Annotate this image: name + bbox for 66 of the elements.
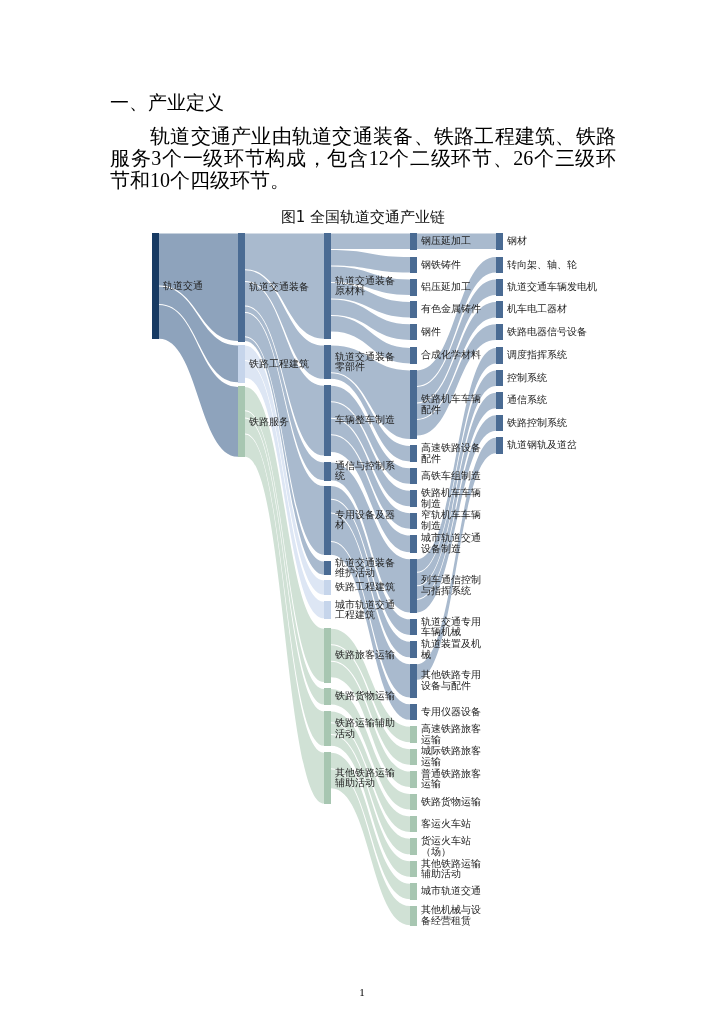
sankey-node: 其他铁路运输辅助活动 [324, 752, 403, 805]
chart-title: 图1 全国轨道交通产业链 [279, 208, 447, 227]
sankey-node: 轨道交通装备原材料 [324, 233, 403, 340]
sankey-node: 其他机械与设备经营租赁 [410, 905, 489, 926]
sankey-node: 高铁车组制造 [410, 467, 489, 485]
sankey-flow [245, 282, 324, 456]
sankey-node: 铁路机车车辆配件 [410, 369, 489, 440]
sankey-flow [245, 233, 324, 339]
sankey-node: 钢压延加工 [410, 233, 489, 250]
sankey-node: 铁路旅客运输 [324, 628, 403, 683]
sankey-flow [245, 270, 324, 379]
sankey-node: 专用设备及器材 [324, 485, 403, 556]
sankey-node: 通信系统 [496, 392, 617, 409]
sankey-node: 铁路工程建筑 [324, 579, 403, 596]
sankey-node: 铝压延加工 [410, 279, 489, 296]
sankey-flow [159, 233, 238, 342]
sankey-flow [331, 735, 410, 877]
sankey-node: 钢铁铸件 [410, 256, 489, 274]
sankey-node: 轨道交通车辆发电机 [496, 279, 617, 296]
sankey-node: 转向架、轴、轮 [496, 256, 617, 274]
sankey-node: 钢件 [410, 323, 489, 341]
sankey-node: 铁路运输辅助活动 [324, 710, 403, 747]
sankey-node: 调度指挥系统 [496, 347, 617, 364]
sankey-flow [331, 316, 410, 364]
sankey-node: 其他铁路专用设备与配件 [410, 663, 489, 698]
sankey-node: 机车电工器材 [496, 301, 617, 318]
sankey-node: 铁路控制系统 [496, 414, 617, 432]
sankey-flow [331, 769, 410, 926]
sankey-node: 轨道交通装备零部件 [324, 345, 403, 380]
sankey-node: 通信与控制系统 [324, 461, 403, 481]
sankey-flow [245, 306, 324, 481]
sankey-flow [331, 373, 410, 462]
sankey-node: 其他铁路运输辅助活动 [410, 860, 489, 878]
page-number: 1 [358, 986, 366, 998]
sankey-flow [245, 313, 324, 555]
sankey-flow [417, 257, 496, 386]
sankey-flow [159, 305, 238, 457]
section-heading: 一、产业定义 [110, 91, 224, 115]
sankey-node: 轨道交通装备 [238, 233, 319, 342]
sankey-node: 有色金属铸件 [410, 301, 489, 318]
sankey-node: 专用仪器设备 [410, 703, 489, 721]
sankey-node: 铁路工程建筑 [238, 345, 319, 383]
paragraph: 轨道交通产业由轨道交通装备、铁路工程建筑、铁路服务3个一级环节构成，包含12个二级环节、26个三级环节和10个四级环节。 [110, 125, 616, 191]
sankey-node: 铁路货物运输 [324, 688, 403, 705]
sankey-node: 城市轨道交通 [410, 883, 489, 900]
sankey-node: 铁路货物运输 [410, 793, 489, 810]
sankey-flow [245, 434, 324, 804]
sankey-node: 车辆整车制造 [324, 385, 403, 456]
sankey-flow [331, 250, 410, 273]
sankey-flow [159, 286, 238, 383]
sankey-node: 控制系统 [496, 369, 617, 387]
sankey-flow [331, 233, 410, 249]
sankey-flow [417, 437, 496, 680]
sankey-node: 铁路电器信号设备 [496, 323, 617, 341]
sankey-node: 轨道钢轨及道岔 [496, 437, 617, 454]
sankey-flow [331, 435, 410, 553]
sankey-node: 客运火车站 [410, 815, 489, 833]
sankey-node: 城市轨道交通工程建筑 [324, 601, 403, 619]
sankey-node: 铁路服务 [238, 386, 319, 458]
sankey-node: 轨道交通专用车辆机械 [410, 618, 489, 636]
sankey-flow [331, 418, 410, 529]
sankey-flow [331, 299, 410, 340]
sankey-node: 合成化学材料 [410, 347, 489, 364]
sankey-node: 列车通信控制与指挥系统 [410, 558, 489, 613]
sankey-flow [417, 233, 496, 249]
sankey-node: 钢材 [496, 233, 617, 250]
